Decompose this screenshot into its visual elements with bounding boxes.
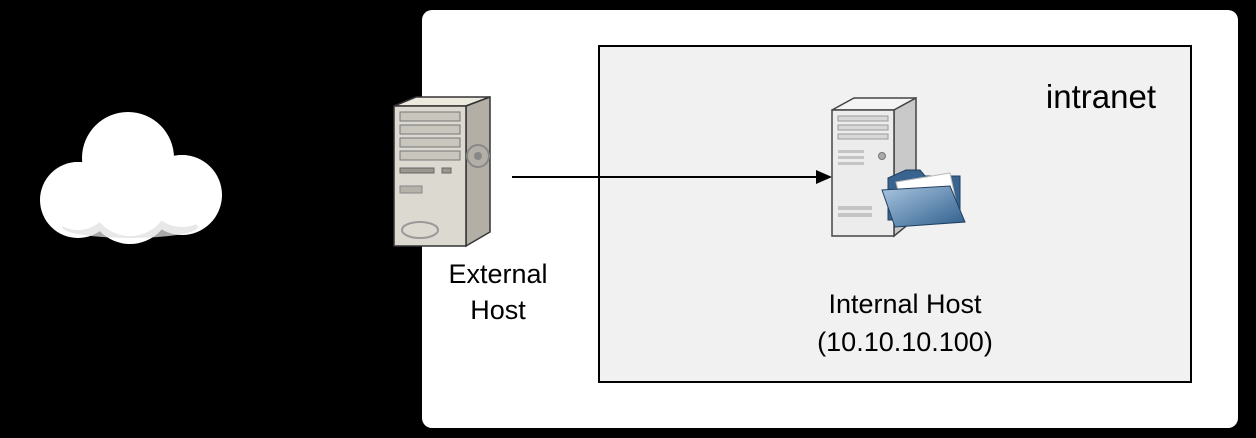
external-host-icon bbox=[393, 95, 491, 248]
cloud-icon bbox=[40, 112, 222, 244]
open-folder-icon bbox=[881, 169, 966, 228]
external-host-label: External Host bbox=[448, 259, 548, 326]
internal-host-icon bbox=[831, 96, 966, 238]
intranet-label: intranet bbox=[1045, 78, 1156, 115]
connection-arrow-line bbox=[512, 176, 820, 178]
computer-tower-icon bbox=[831, 96, 917, 238]
internal-host-ip: (10.10.10.100) bbox=[817, 326, 993, 357]
internal-host-label: Internal Host (10.10.10.100) bbox=[790, 286, 1020, 362]
internal-host-name: Internal Host bbox=[828, 289, 982, 319]
connection-arrow-head bbox=[816, 170, 832, 184]
